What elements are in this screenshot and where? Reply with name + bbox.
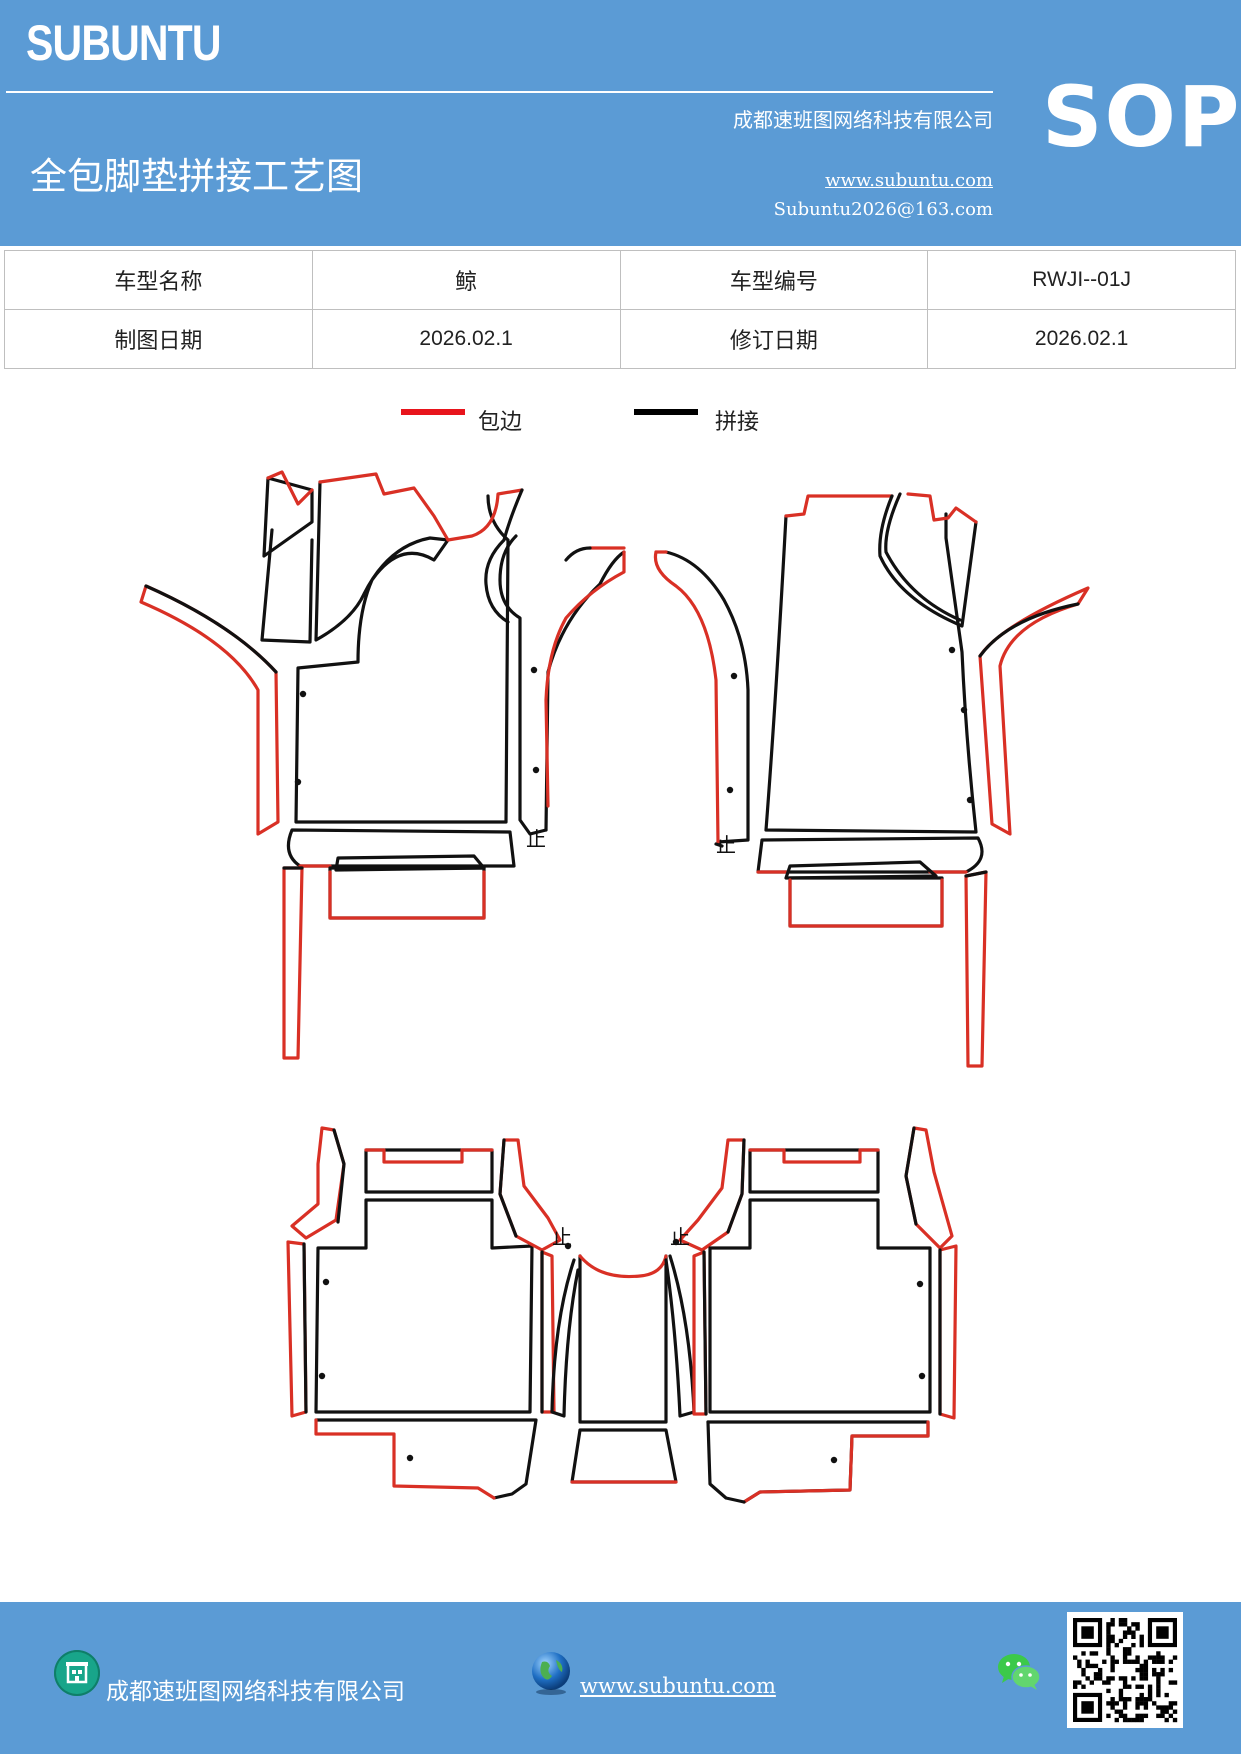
model-name-value: 鲸	[311, 250, 621, 310]
drawing-date-value: 2026.02.1	[311, 309, 621, 369]
legend-edge-swatch	[401, 409, 465, 415]
rear-left-mat	[286, 1126, 572, 1500]
globe-icon	[528, 1650, 574, 1696]
model-code-label: 车型编号	[619, 250, 929, 310]
sop-badge: SOP	[1042, 68, 1241, 166]
floor-mat-diagram: 止 止 止 止	[139, 470, 1090, 1504]
seam-stop-mark: 止	[670, 1225, 690, 1249]
table-row: 制图日期 2026.02.1 修订日期 2026.02.1	[4, 309, 1236, 369]
seam-stop-mark: 止	[526, 827, 546, 851]
footer-website-link[interactable]: www.subuntu.com	[580, 1674, 776, 1698]
wechat-icon[interactable]	[996, 1652, 1042, 1692]
vehicle-info-table: 车型名称 鲸 车型编号 RWJI--01J 制图日期 2026.02.1 修订日…	[4, 250, 1236, 369]
page-header	[0, 0, 1241, 246]
legend-edge-label: 包边	[478, 410, 523, 435]
seam-stop-mark: 止	[552, 1225, 572, 1249]
footer-company-name: 成都速班图网络科技有限公司	[106, 1679, 405, 1705]
front-right-mat	[653, 492, 1090, 1068]
legend-seam-label: 拼接	[715, 410, 760, 435]
model-code-value: RWJI--01J	[927, 250, 1236, 310]
legend-seam-swatch	[634, 409, 698, 415]
header-website-link[interactable]: www.subuntu.com	[825, 170, 993, 191]
seam-stop-mark: 止	[716, 833, 736, 857]
building-icon	[54, 1650, 100, 1696]
header-company-name: 成都速班图网络科技有限公司	[733, 108, 993, 132]
front-left-mat	[139, 470, 626, 1060]
header-email: Subuntu2026@163.com	[773, 199, 993, 220]
revision-date-value: 2026.02.1	[927, 309, 1236, 369]
rear-middle-mat	[550, 1254, 696, 1484]
drawing-date-label: 制图日期	[4, 309, 313, 369]
table-row: 车型名称 鲸 车型编号 RWJI--01J	[4, 250, 1236, 310]
header-divider	[6, 91, 993, 93]
page-title: 全包脚垫拼接工艺图	[30, 155, 363, 198]
rear-right-mat	[672, 1126, 958, 1504]
revision-date-label: 修订日期	[619, 309, 929, 369]
brand-logo: SUBUNTU	[26, 15, 222, 71]
model-name-label: 车型名称	[4, 250, 313, 310]
qr-code	[1067, 1612, 1183, 1728]
